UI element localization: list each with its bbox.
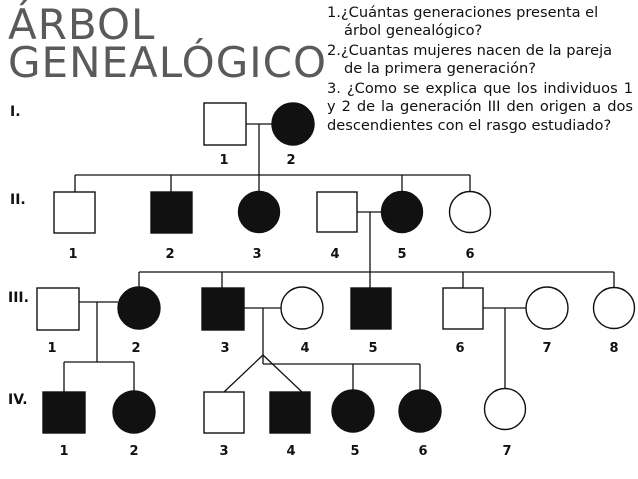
gen3-number-3: 3 — [220, 341, 229, 356]
gen4-individual-7 — [483, 387, 527, 431]
page-title-line-1: ÁRBOL — [8, 0, 156, 49]
gen3-individual-1 — [36, 287, 80, 331]
gen4-individual-2 — [112, 390, 156, 434]
question-3: 3. ¿Como se explica que los individuos 1… — [327, 80, 633, 134]
question-2-line-1: 2.¿Cuantas mujeres nacen de la pareja — [327, 42, 613, 59]
gen4-individual-5 — [331, 389, 375, 433]
gen3-individual-8 — [592, 286, 636, 330]
gen3-number-1: 1 — [47, 341, 56, 356]
page-title-line-2: GENEALÓGICO — [8, 38, 328, 87]
generation-label-3: III. — [8, 290, 29, 306]
gen1-individual-2 — [271, 102, 315, 146]
gen4-number-3: 3 — [219, 444, 228, 459]
gen3-number-2: 2 — [131, 341, 140, 356]
gen4-number-6: 6 — [418, 444, 427, 459]
question-1-line-2: árbol genealógico? — [344, 22, 483, 40]
question-2: 2.¿Cuantas mujeres nacen de la pareja de… — [327, 42, 633, 79]
gen1-individual-1 — [203, 102, 247, 146]
gen4-number-7: 7 — [502, 444, 511, 459]
gen4-number-5: 5 — [350, 444, 359, 459]
gen2-number-6: 6 — [465, 247, 474, 262]
generation-label-1: I. — [10, 104, 21, 120]
gen3-number-5: 5 — [368, 341, 377, 356]
gen2-individual-3 — [237, 190, 281, 234]
gen4-number-4: 4 — [286, 444, 295, 459]
question-1-line-1: 1.¿Cuántas generaciones presenta el — [327, 4, 599, 21]
pedigree-lines — [63, 123, 615, 393]
gen4-individual-3 — [203, 391, 245, 434]
gen3-individual-5 — [350, 287, 392, 330]
gen1-number-1: 1 — [219, 153, 228, 168]
gen2-number-2: 2 — [165, 247, 174, 262]
gen2-individual-1 — [53, 191, 96, 234]
gen3-individual-4 — [280, 286, 324, 330]
gen3-number-4: 4 — [300, 341, 309, 356]
gen4-number-2: 2 — [129, 444, 138, 459]
gen4-individual-6 — [398, 389, 442, 433]
gen2-number-4: 4 — [330, 247, 339, 262]
gen4-number-1: 1 — [59, 444, 68, 459]
gen2-individual-2 — [150, 191, 193, 234]
gen4-individual-1 — [42, 391, 86, 434]
gen2-number-1: 1 — [68, 247, 77, 262]
gen2-number-3: 3 — [252, 247, 261, 262]
gen4-individual-4 — [269, 391, 311, 434]
gen3-number-8: 8 — [609, 341, 618, 356]
gen3-number-6: 6 — [455, 341, 464, 356]
gen2-individual-4 — [316, 191, 358, 233]
gen3-individual-2 — [117, 286, 161, 330]
generation-label-4: IV. — [8, 392, 28, 408]
question-2-line-2: de la primera generación? — [344, 60, 537, 78]
gen2-individual-6 — [448, 190, 492, 234]
generation-label-2: II. — [10, 192, 26, 208]
gen2-individual-5 — [380, 190, 424, 234]
gen3-number-7: 7 — [542, 341, 551, 356]
question-1: 1.¿Cuántas generaciones presenta el árbo… — [327, 4, 633, 41]
gen3-individual-7 — [525, 286, 569, 330]
gen3-individual-6 — [442, 287, 484, 330]
gen3-individual-3 — [201, 287, 245, 331]
gen1-number-2: 2 — [286, 153, 295, 168]
gen2-number-5: 5 — [397, 247, 406, 262]
